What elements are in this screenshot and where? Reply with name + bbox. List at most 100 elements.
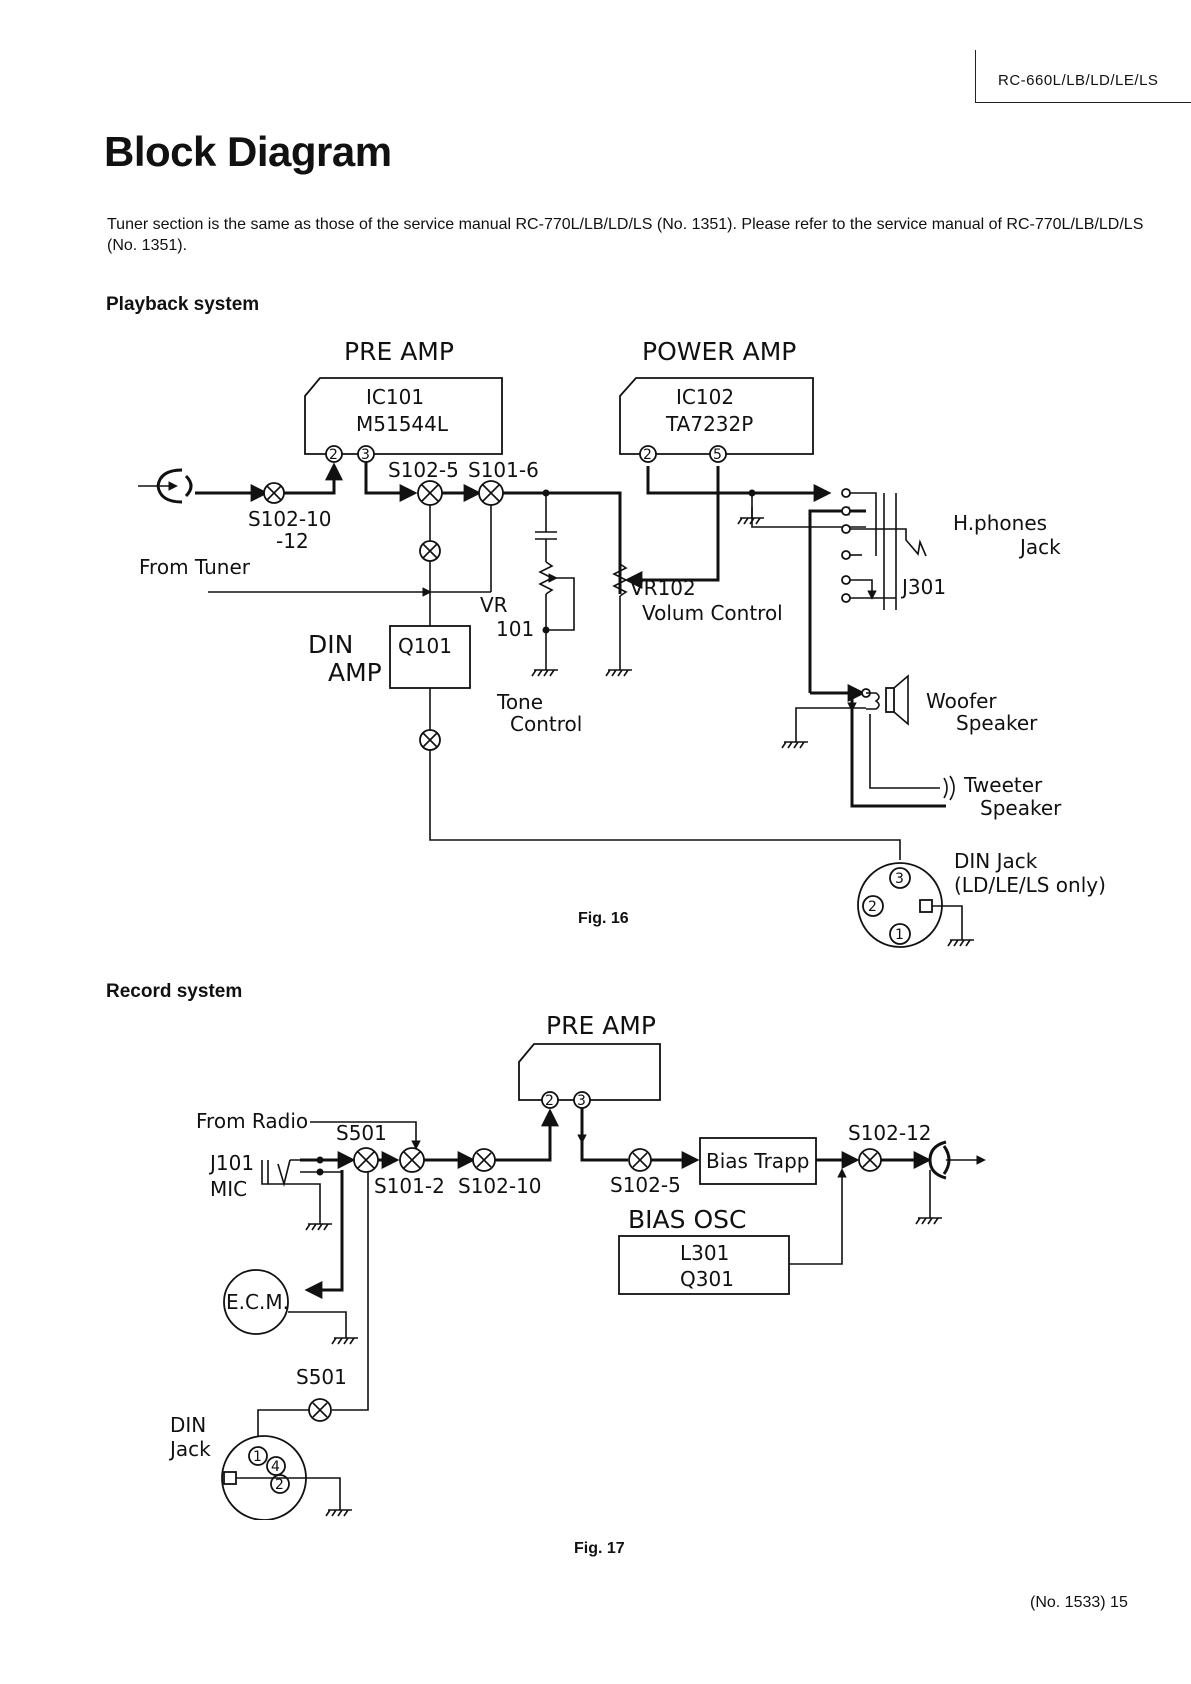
switch-s102-5 bbox=[417, 480, 443, 506]
tweeter-speaker-icon bbox=[943, 775, 955, 801]
svg-text:2: 2 bbox=[275, 1477, 284, 1493]
power-amp-part: TA7232P bbox=[665, 412, 753, 436]
label-din-jack-1: DIN Jack bbox=[954, 849, 1038, 873]
label-s102-10: S102-10 bbox=[248, 507, 332, 531]
page-footer: (No. 1533) 15 bbox=[1030, 1594, 1128, 1611]
label-s501: S501 bbox=[336, 1121, 387, 1145]
svg-text:1: 1 bbox=[895, 927, 904, 943]
woofer-speaker-icon bbox=[866, 674, 909, 726]
power-amp-ic: IC102 bbox=[676, 385, 734, 409]
svg-text:1: 1 bbox=[253, 1449, 262, 1465]
label-s102-5: S102-5 bbox=[388, 458, 459, 482]
label-vr101-2: 101 bbox=[496, 617, 534, 641]
label-woofer-2: Speaker bbox=[956, 711, 1038, 735]
label-hphones-2: Jack bbox=[1018, 535, 1061, 559]
bias-osc-block bbox=[618, 1235, 790, 1295]
record-diagram: PRE AMP 2 3 From Radio S501 J101 MIC S10… bbox=[168, 1011, 986, 1520]
label-q301: Q301 bbox=[680, 1267, 734, 1291]
pin-5-label: 5 bbox=[713, 447, 722, 463]
label-s102-10-rec: S102-10 bbox=[458, 1174, 542, 1198]
label-j301: J301 bbox=[900, 575, 946, 599]
label-from-radio: From Radio bbox=[196, 1109, 308, 1133]
label-s102-12-rec: S102-12 bbox=[848, 1121, 932, 1145]
ground-power bbox=[737, 493, 764, 525]
rec-pre-amp-block bbox=[518, 1043, 661, 1101]
switch-s501-lower bbox=[308, 1398, 332, 1422]
label-woofer-1: Woofer bbox=[926, 689, 997, 713]
pre-amp-ic: IC101 bbox=[366, 385, 424, 409]
model-tag: RC-660L/LB/LD/LE/LS bbox=[975, 50, 1191, 103]
page-title: Block Diagram bbox=[104, 128, 392, 175]
figure-17-caption: Fig. 17 bbox=[574, 1540, 625, 1557]
switch-rec-1 bbox=[353, 1147, 379, 1173]
playback-diagram: PRE AMP IC101 M51544L 2 3 POWER AMP IC10… bbox=[138, 337, 1106, 948]
pin-3-label: 3 bbox=[361, 447, 370, 463]
label-vr102: VR102 bbox=[630, 576, 696, 600]
din-amp-part: Q101 bbox=[398, 634, 452, 658]
label-din-1: DIN bbox=[170, 1413, 206, 1437]
label-tone-2: Control bbox=[510, 712, 582, 736]
label-s101-2: S101-2 bbox=[374, 1174, 445, 1198]
pin-5-power bbox=[709, 445, 727, 463]
model-number: RC-660L/LB/LD/LE/LS bbox=[998, 72, 1159, 89]
figure-16-caption: Fig. 16 bbox=[578, 910, 629, 927]
label-s101-6: S101-6 bbox=[468, 458, 539, 482]
record-heading: Record system bbox=[106, 981, 243, 1002]
switch-din-upper bbox=[419, 540, 441, 562]
svg-text:3: 3 bbox=[895, 871, 904, 887]
ground-woofer bbox=[781, 707, 866, 749]
din-jack-record: 1 4 2 bbox=[221, 1435, 352, 1520]
label-l301: L301 bbox=[680, 1241, 729, 1265]
pre-amp-part: M51544L bbox=[356, 412, 449, 436]
bias-trapp-block bbox=[699, 1137, 817, 1185]
label-tweeter-2: Speaker bbox=[980, 796, 1062, 820]
label-mic: MIC bbox=[210, 1177, 247, 1201]
label-bias-osc: BIAS OSC bbox=[628, 1205, 746, 1234]
din-amp-block bbox=[389, 625, 471, 689]
din-jack-playback: 3 2 1 bbox=[857, 862, 974, 948]
power-amp-title: POWER AMP bbox=[642, 337, 796, 366]
label-hphones-1: H.phones bbox=[953, 511, 1047, 535]
label-s102-5-rec: S102-5 bbox=[610, 1173, 681, 1197]
label-din-jack-2: (LD/LE/LS only) bbox=[954, 873, 1106, 897]
switch-s102-5-rec bbox=[628, 1148, 652, 1172]
label-tone-1: Tone bbox=[496, 690, 543, 714]
headphone-jack bbox=[808, 492, 927, 693]
ground-volume bbox=[605, 669, 632, 677]
switch-s102-12-rec bbox=[858, 1148, 882, 1172]
label-j101: J101 bbox=[208, 1151, 254, 1175]
playback-head-icon bbox=[138, 468, 193, 504]
switch-s101-6 bbox=[478, 480, 504, 506]
pre-amp-title: PRE AMP bbox=[344, 337, 454, 366]
rec-pre-amp-title: PRE AMP bbox=[546, 1011, 656, 1040]
pin-2-label: 2 bbox=[329, 447, 338, 463]
svg-text:2: 2 bbox=[868, 899, 877, 915]
rec-pin-3-label: 3 bbox=[577, 1093, 586, 1109]
din-amp-line1: DIN bbox=[308, 630, 353, 659]
din-amp-line2: AMP bbox=[328, 658, 382, 687]
rec-pin-2-label: 2 bbox=[545, 1093, 554, 1109]
label-tweeter-1: Tweeter bbox=[963, 773, 1043, 797]
intro-text: Tuner section is the same as those of th… bbox=[107, 216, 1144, 254]
label-din-2: Jack bbox=[168, 1437, 211, 1461]
pin-2-pre bbox=[325, 445, 343, 463]
switch-s101-2 bbox=[399, 1147, 425, 1173]
label-vr101-1: VR bbox=[480, 593, 508, 617]
switch-din-lower bbox=[419, 729, 441, 751]
switch-s102-10-rec bbox=[472, 1148, 496, 1172]
label-bias-trapp: Bias Trapp bbox=[706, 1149, 809, 1173]
label-s102-12: -12 bbox=[276, 529, 309, 553]
ecm-microphone: E.C.M. bbox=[223, 1269, 358, 1345]
record-head-icon bbox=[915, 1140, 986, 1225]
rec-pin-2 bbox=[541, 1091, 559, 1109]
svg-text:E.C.M.: E.C.M. bbox=[226, 1290, 289, 1314]
pre-amp-block bbox=[304, 377, 503, 455]
playback-heading: Playback system bbox=[106, 294, 260, 315]
label-from-tuner: From Tuner bbox=[139, 555, 251, 579]
pin-2-power-label: 2 bbox=[643, 447, 652, 463]
switch-s102-10 bbox=[263, 482, 285, 504]
ground-tone bbox=[531, 632, 558, 677]
svg-text:4: 4 bbox=[271, 1459, 280, 1475]
label-volume: Volum Control bbox=[642, 601, 783, 625]
pin-2-power bbox=[639, 445, 657, 463]
